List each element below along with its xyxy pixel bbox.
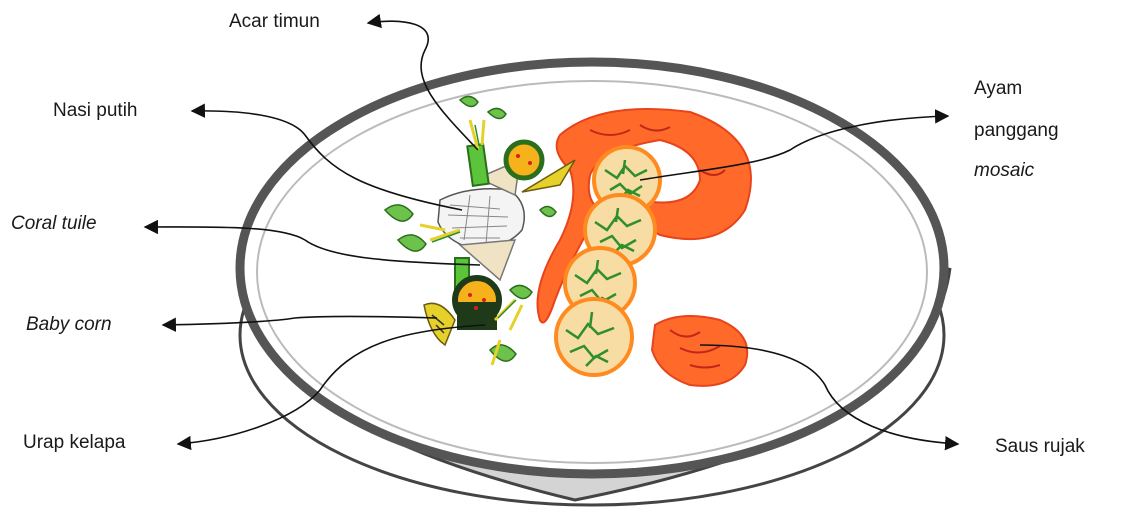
label-coral-tuile: Coral tuile [11, 211, 97, 237]
label-urap-kelapa: Urap kelapa [23, 430, 125, 456]
label-baby-corn: Baby corn [26, 312, 112, 338]
label-acar-timun: Acar timun [229, 9, 320, 35]
label-ayam-line2: panggang [974, 118, 1059, 144]
label-nasi-putih: Nasi putih [53, 98, 138, 124]
nasi-putih-rice [438, 189, 524, 248]
chicken-round-4 [556, 299, 632, 375]
label-ayam-line3: mosaic [974, 158, 1034, 184]
label-saus-rujak: Saus rujak [995, 434, 1085, 460]
zucchini-slice-1 [506, 142, 542, 178]
label-ayam-line1: Ayam [974, 76, 1022, 102]
